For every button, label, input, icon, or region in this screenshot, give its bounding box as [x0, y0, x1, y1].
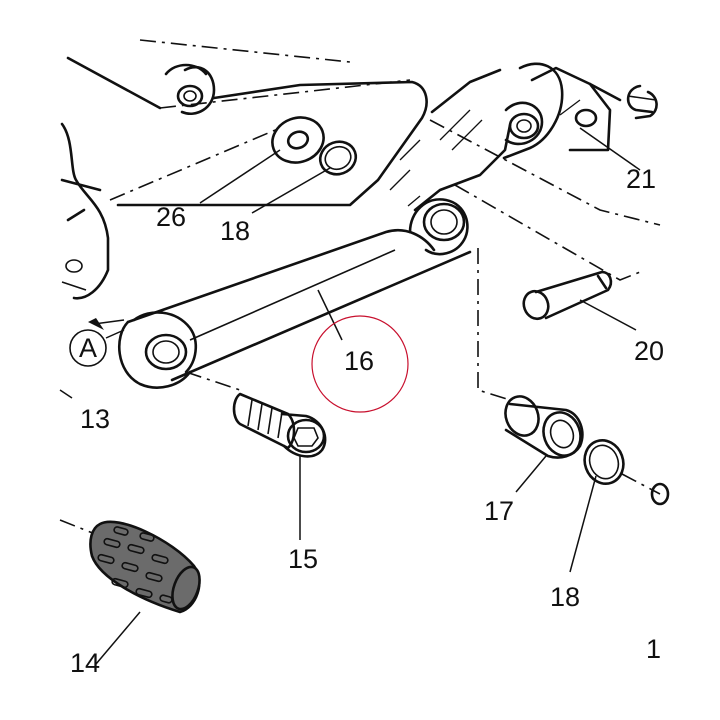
left-frame [60, 122, 110, 300]
bushing-17 [504, 395, 584, 459]
callout-15: 15 [288, 544, 318, 574]
callout-21: 21 [626, 164, 656, 194]
washer-26 [271, 116, 325, 164]
bolt-15 [232, 392, 327, 458]
highlight-ring [311, 315, 409, 413]
ring-18-top [318, 140, 358, 176]
rubber-grip-14 [89, 520, 201, 614]
callout-13: 13 [80, 404, 110, 434]
callout-edge: 1 [646, 634, 661, 664]
ring-18-bottom [583, 439, 670, 506]
marker-letter: A [79, 333, 97, 363]
callout-20: 20 [634, 336, 664, 366]
clip-21 [626, 84, 658, 120]
callout-26: 26 [156, 202, 186, 232]
callout-16: 16 [344, 346, 374, 376]
callout-14: 14 [70, 648, 100, 678]
marker-circle [69, 329, 107, 367]
pin-20 [522, 270, 613, 321]
callout-18-bottom: 18 [550, 582, 580, 612]
shift-lever-arm [117, 198, 472, 389]
reference-marker-a: A [69, 318, 125, 367]
leader-lines [59, 127, 641, 665]
frame-bracket [66, 39, 622, 212]
callout-17: 17 [484, 496, 514, 526]
callout-18-top: 18 [220, 216, 250, 246]
center-lines [59, 119, 661, 537]
